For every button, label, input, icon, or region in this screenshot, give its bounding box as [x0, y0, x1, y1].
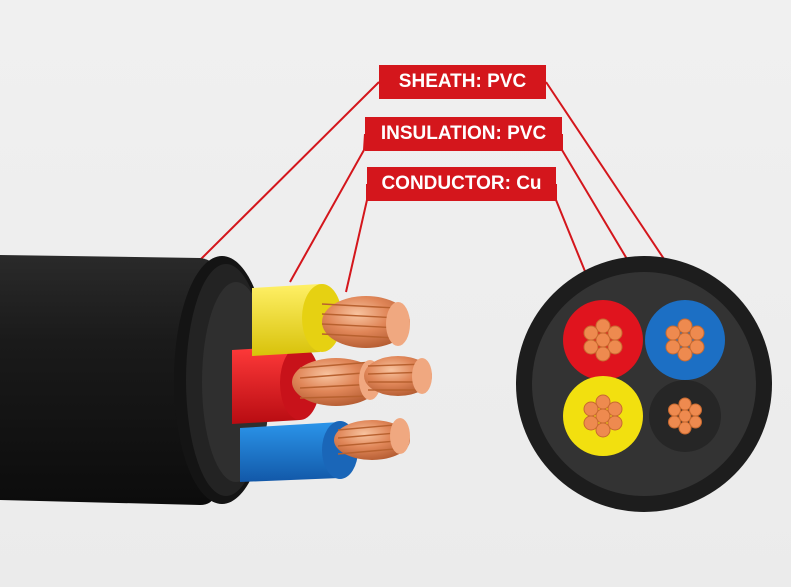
inner-sheath-ring [532, 272, 756, 496]
insulation-leader-left [289, 133, 366, 283]
black-core-side [364, 356, 432, 396]
cable-side-icon [0, 255, 432, 505]
sheath-label: SHEATH: PVC [379, 65, 546, 99]
red-core-side [232, 346, 381, 424]
insulation-label: INSULATION: PVC [365, 117, 562, 151]
insulation-leader-right [561, 134, 656, 307]
conductor-label: CONDUCTOR: Cu [367, 167, 556, 201]
cable-cross-section-icon [516, 256, 772, 512]
outer-sheath-body [0, 255, 215, 505]
yellow-core-side [252, 284, 410, 356]
sheath-leader-left [197, 81, 380, 263]
copper-strands [583, 318, 705, 438]
blue-core-side [240, 418, 410, 482]
conductor-leader-left [345, 184, 368, 293]
sheath-leader-right [545, 81, 667, 263]
